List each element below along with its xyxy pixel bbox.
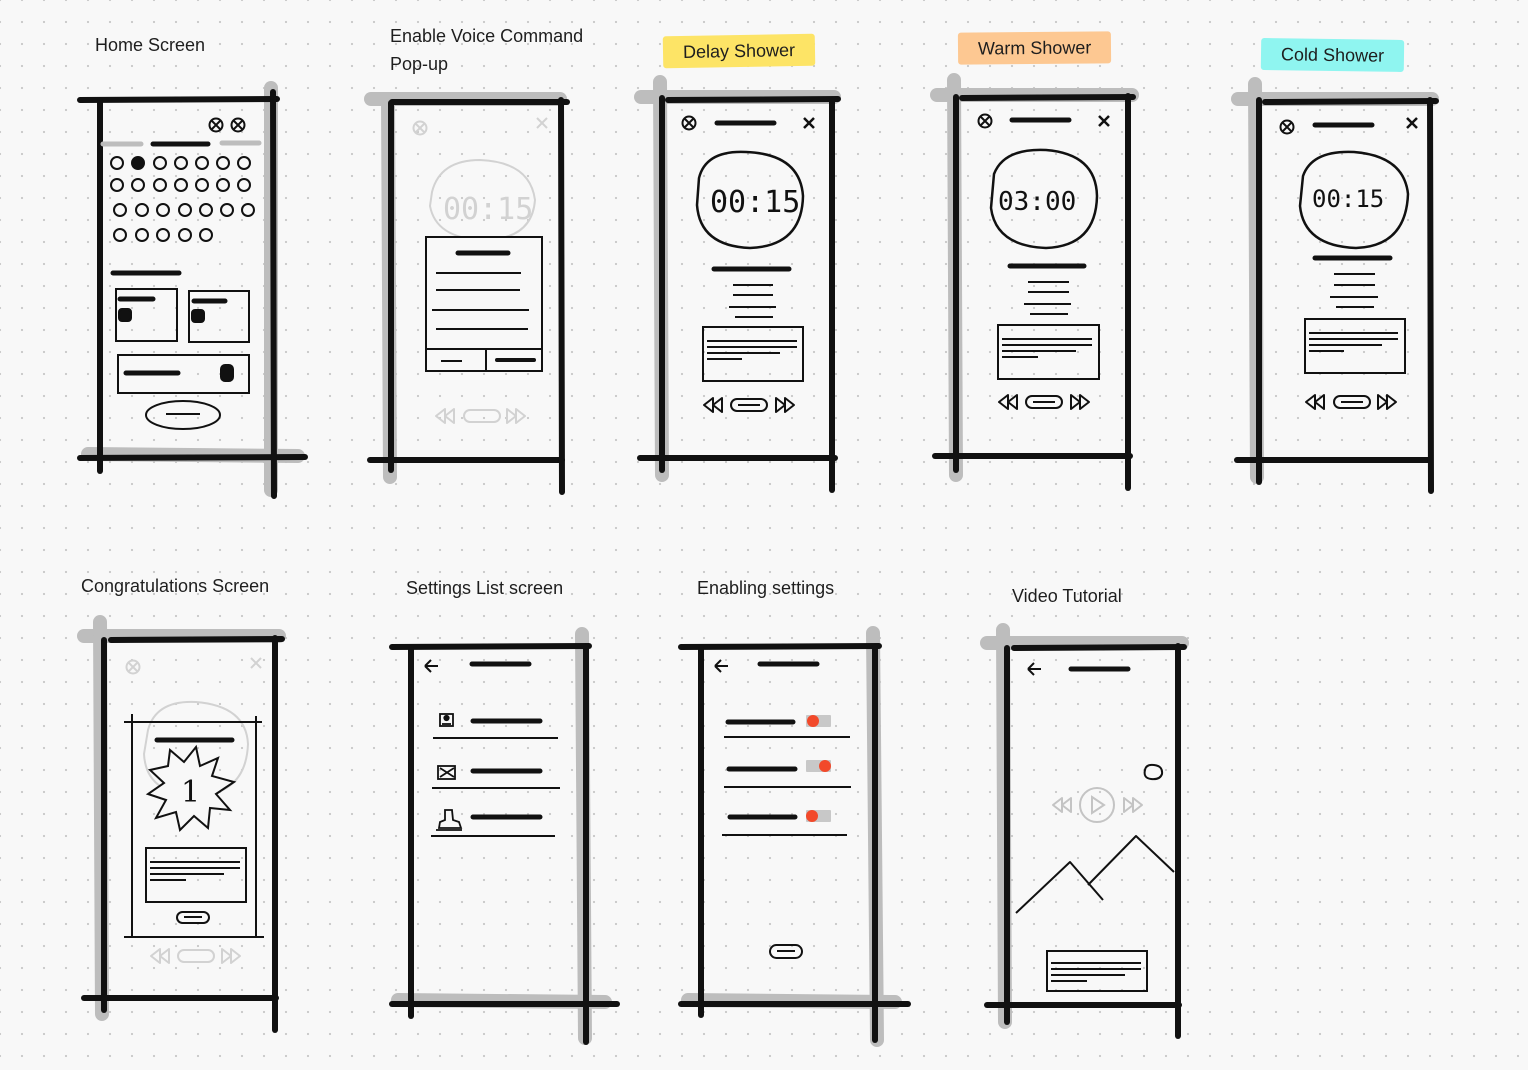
- timer-circle: [989, 148, 1099, 250]
- frame-label-enabling: Enabling settings: [697, 578, 835, 598]
- close-x-icon[interactable]: [1098, 115, 1110, 127]
- info-box: [997, 324, 1100, 380]
- back-arrow-icon[interactable]: [424, 659, 438, 673]
- info-box: [1304, 318, 1406, 374]
- frame-settings-list: [389, 627, 620, 1045]
- frame-video: [980, 623, 1189, 1039]
- toggle-row-2[interactable]: [724, 760, 851, 788]
- back-arrow-icon[interactable]: [714, 659, 728, 673]
- cancel-circle-icon[interactable]: [125, 659, 141, 675]
- info-box: [702, 326, 804, 382]
- video-description-box: [1046, 950, 1148, 992]
- frame-home: [77, 81, 308, 499]
- toggle-row-3[interactable]: [722, 810, 847, 836]
- frame-label-voice-line2: Pop-up: [390, 54, 449, 74]
- playback-controls[interactable]: [998, 394, 1090, 410]
- frame-label-congrats: Congratulations Screen: [81, 576, 270, 596]
- close-x-icon[interactable]: [1406, 117, 1418, 129]
- congrats-modal[interactable]: 1: [124, 714, 264, 938]
- fullscreen-icon[interactable]: [1143, 763, 1164, 781]
- profile-icon: [439, 713, 454, 727]
- back-arrow-icon[interactable]: [1027, 662, 1041, 676]
- rewind-icon: [1052, 797, 1072, 813]
- cancel-circle-icon[interactable]: [977, 113, 993, 129]
- card-1[interactable]: [115, 288, 178, 342]
- close-x-icon[interactable]: [803, 117, 815, 129]
- close-icons[interactable]: [208, 117, 246, 133]
- user-icon: [436, 809, 463, 831]
- cancel-circle-icon[interactable]: [1279, 119, 1295, 135]
- frame-cold: 00:15: [1231, 77, 1439, 494]
- close-x-icon[interactable]: [536, 117, 548, 129]
- play-icon: [1091, 795, 1106, 815]
- play-button: [1079, 787, 1115, 823]
- frame-label-video: Video Tutorial: [1012, 586, 1122, 606]
- badge-burst-icon: [145, 744, 237, 832]
- playback-controls[interactable]: [1305, 394, 1397, 410]
- settings-row-user[interactable]: [431, 809, 555, 837]
- calendar-day-grid[interactable]: [110, 156, 255, 242]
- frame-label-settings-list: Settings List screen: [406, 578, 564, 598]
- timer-circle: [695, 150, 805, 250]
- primary-button[interactable]: [145, 400, 221, 430]
- toggle-row-1[interactable]: [724, 715, 850, 738]
- frame-enabling: [678, 626, 911, 1047]
- frame-voice: 00:15: [364, 92, 570, 495]
- timer-display: 03:00: [998, 187, 1076, 217]
- card-2[interactable]: [188, 290, 250, 343]
- frame-label-voice: Enable Voice Command: [390, 26, 584, 46]
- frame-warm: 03:00: [930, 73, 1139, 491]
- video-player-controls[interactable]: [1052, 787, 1143, 823]
- settings-row-profile[interactable]: [433, 713, 558, 739]
- frame-delay: 00:15: [634, 75, 841, 493]
- playback-controls[interactable]: [703, 397, 795, 413]
- cancel-circle-icon[interactable]: [412, 120, 428, 136]
- close-x-icon[interactable]: [250, 657, 262, 669]
- voice-command-dialog[interactable]: [425, 236, 543, 372]
- faded-timer: 00:15: [443, 192, 533, 227]
- timer-display: 00:15: [1312, 185, 1384, 213]
- frame-label-home: Home Screen: [95, 35, 206, 55]
- wide-card[interactable]: [117, 354, 250, 394]
- video-placeholder-mountains: [1015, 835, 1175, 914]
- timer-display: 00:15: [710, 185, 800, 220]
- frame-congrats: 1: [77, 615, 286, 1033]
- settings-row-image[interactable]: [432, 765, 560, 789]
- fast-forward-icon: [1123, 797, 1143, 813]
- cancel-circle-icon[interactable]: [681, 115, 697, 131]
- image-icon: [437, 765, 456, 780]
- save-button[interactable]: [769, 944, 803, 959]
- badge-number: 1: [181, 775, 200, 810]
- timer-circle: [1298, 150, 1410, 250]
